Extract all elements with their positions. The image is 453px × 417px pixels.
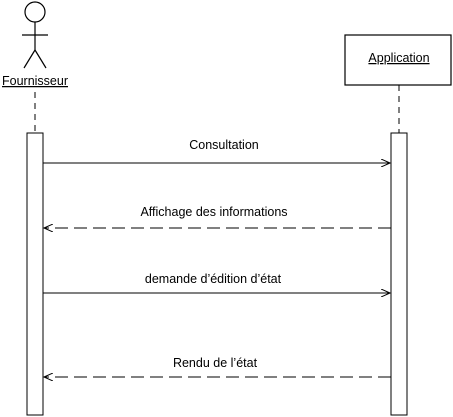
message-label: demande d’édition d’état: [145, 272, 282, 286]
activation-bar-application: [390, 132, 408, 416]
actor-application: Application: [344, 34, 452, 86]
message-label: Consultation: [189, 138, 259, 152]
message-demande-edition: demande d’édition d’état: [43, 272, 390, 293]
message-affichage: Affichage des informations: [44, 205, 391, 228]
message-rendu: Rendu de l’état: [44, 356, 391, 377]
actor-fournisseur: Fournisseur: [2, 1, 68, 88]
stick-figure-icon: [22, 1, 48, 69]
actor-name-application: Application: [368, 51, 429, 65]
message-label: Affichage des informations: [140, 205, 287, 219]
actor-box-application: [344, 34, 452, 86]
activation-bar-fournisseur: [26, 132, 44, 416]
message-consultation: Consultation: [43, 138, 390, 163]
actor-name-fournisseur: Fournisseur: [2, 74, 68, 88]
message-label: Rendu de l’état: [173, 356, 258, 370]
